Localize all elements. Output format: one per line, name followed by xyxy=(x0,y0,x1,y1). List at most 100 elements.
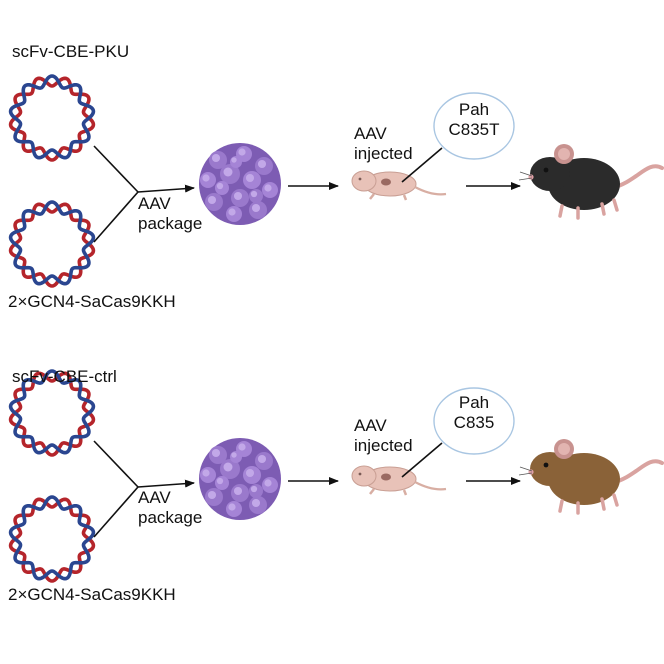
aav-capsid-icon xyxy=(199,143,281,225)
package-label: AAV package xyxy=(138,488,202,528)
plasmid-label-bottom: 2×GCN4-SaCas9KKH xyxy=(8,585,176,604)
capsid-highlight xyxy=(257,159,267,169)
mouse-feet xyxy=(558,493,619,515)
capsid-highlight xyxy=(264,479,272,487)
capsid-highlight xyxy=(207,490,217,500)
bubble-pointer xyxy=(401,442,443,478)
injection-label-line2: injected xyxy=(354,436,413,455)
injection-site xyxy=(381,178,391,186)
capsid-highlight xyxy=(231,157,237,163)
pup-eye xyxy=(358,472,362,476)
merge-line-bottom xyxy=(93,191,139,243)
capsid-highlight xyxy=(228,208,236,216)
capsid-highlight xyxy=(228,503,236,511)
capsid-highlight xyxy=(245,173,255,183)
capsid-protein xyxy=(230,156,242,168)
pup-mouse-icon xyxy=(351,465,447,496)
plasmid-label-bottom: 2×GCN4-SaCas9KKH xyxy=(8,292,176,311)
dna-strand xyxy=(8,495,96,581)
package-label-line2: package xyxy=(138,508,203,527)
capsid-highlight xyxy=(238,148,246,156)
capsid-highlight xyxy=(250,485,258,493)
package-label: AAV package xyxy=(138,194,202,234)
genotype-bubble-text: Pah C835 xyxy=(440,393,508,433)
dna-strand xyxy=(8,369,96,455)
capsid-highlight xyxy=(245,468,255,478)
genotype-bubble-text: Pah C835T xyxy=(440,100,508,140)
mouse-feet xyxy=(558,198,619,220)
injection-label-line1: AAV xyxy=(354,416,387,435)
mouse-head xyxy=(530,452,570,486)
pup-tail xyxy=(414,186,447,196)
package-label-line1: AAV xyxy=(138,488,171,507)
pup-legs xyxy=(369,193,408,201)
aav-capsid-icon xyxy=(199,438,281,520)
capsid-highlight xyxy=(202,469,210,477)
pup-tail xyxy=(414,481,447,491)
adult-mouse-icon xyxy=(518,144,664,220)
capsid-highlight xyxy=(257,454,267,464)
bubble-pointer xyxy=(401,147,443,183)
injection-label-line1: AAV xyxy=(354,124,387,143)
injection-label: AAV injected xyxy=(354,416,413,456)
mouse-ear-inner xyxy=(558,148,570,160)
genotype-gene: Pah xyxy=(458,100,490,119)
plasmid-label-top: scFv-CBE-PKU xyxy=(12,42,130,61)
pup-head xyxy=(351,170,377,192)
capsid-highlight xyxy=(223,462,233,472)
package-label-line1: AAV xyxy=(138,194,171,213)
capsid-highlight xyxy=(211,153,221,163)
capsid-highlight xyxy=(233,486,243,496)
plasmid-icon xyxy=(8,495,96,583)
capsid-highlight xyxy=(264,184,272,192)
pup-eye xyxy=(358,177,362,181)
package-label-line2: package xyxy=(138,214,203,233)
capsid-highlight xyxy=(231,452,237,458)
capsid-highlight xyxy=(211,448,221,458)
injection-site xyxy=(381,473,391,481)
merge-line-top xyxy=(93,440,139,488)
mouse-head xyxy=(530,157,570,191)
capsid-highlight xyxy=(238,443,246,451)
capsid-highlight xyxy=(233,191,243,201)
injection-label: AAV injected xyxy=(354,124,413,164)
plasmid-icon xyxy=(8,200,96,288)
capsid-highlight xyxy=(207,195,217,205)
genotype-mutation: C835T xyxy=(448,120,500,139)
capsid-highlight xyxy=(216,477,224,485)
mouse-eye xyxy=(543,462,549,468)
mouse-whiskers xyxy=(518,171,533,181)
injection-label-line2: injected xyxy=(354,144,413,163)
pup-legs xyxy=(369,488,408,496)
capsid-highlight xyxy=(251,203,261,213)
capsid-protein xyxy=(230,451,242,463)
adult-mouse-icon xyxy=(518,439,664,515)
package-arrow xyxy=(137,479,195,488)
dna-strand xyxy=(8,74,96,160)
capsid-highlight xyxy=(202,174,210,182)
pup-head xyxy=(351,465,377,487)
plasmid-icon xyxy=(8,74,96,162)
pup-mouse-icon xyxy=(351,170,447,201)
panel-ctrl xyxy=(8,369,664,583)
genotype-gene: Pah xyxy=(458,393,490,412)
plasmid-icon xyxy=(8,369,96,457)
genotype-mutation: C835 xyxy=(453,413,495,432)
capsid-highlight xyxy=(250,190,258,198)
mouse-whiskers xyxy=(518,466,533,476)
mouse-eye xyxy=(543,167,549,173)
plasmid-label-top: scFv-CBE-ctrl xyxy=(12,367,117,386)
dna-strand xyxy=(8,200,96,286)
capsid-highlight xyxy=(216,182,224,190)
capsid-highlight xyxy=(223,167,233,177)
genotype-bubble xyxy=(433,92,515,160)
merge-line-bottom xyxy=(93,486,139,538)
package-arrow xyxy=(137,184,195,193)
genotype-bubble xyxy=(433,387,515,455)
mouse-ear-inner xyxy=(558,443,570,455)
capsid-highlight xyxy=(251,498,261,508)
merge-line-top xyxy=(93,145,139,193)
panel-pku xyxy=(8,74,664,288)
